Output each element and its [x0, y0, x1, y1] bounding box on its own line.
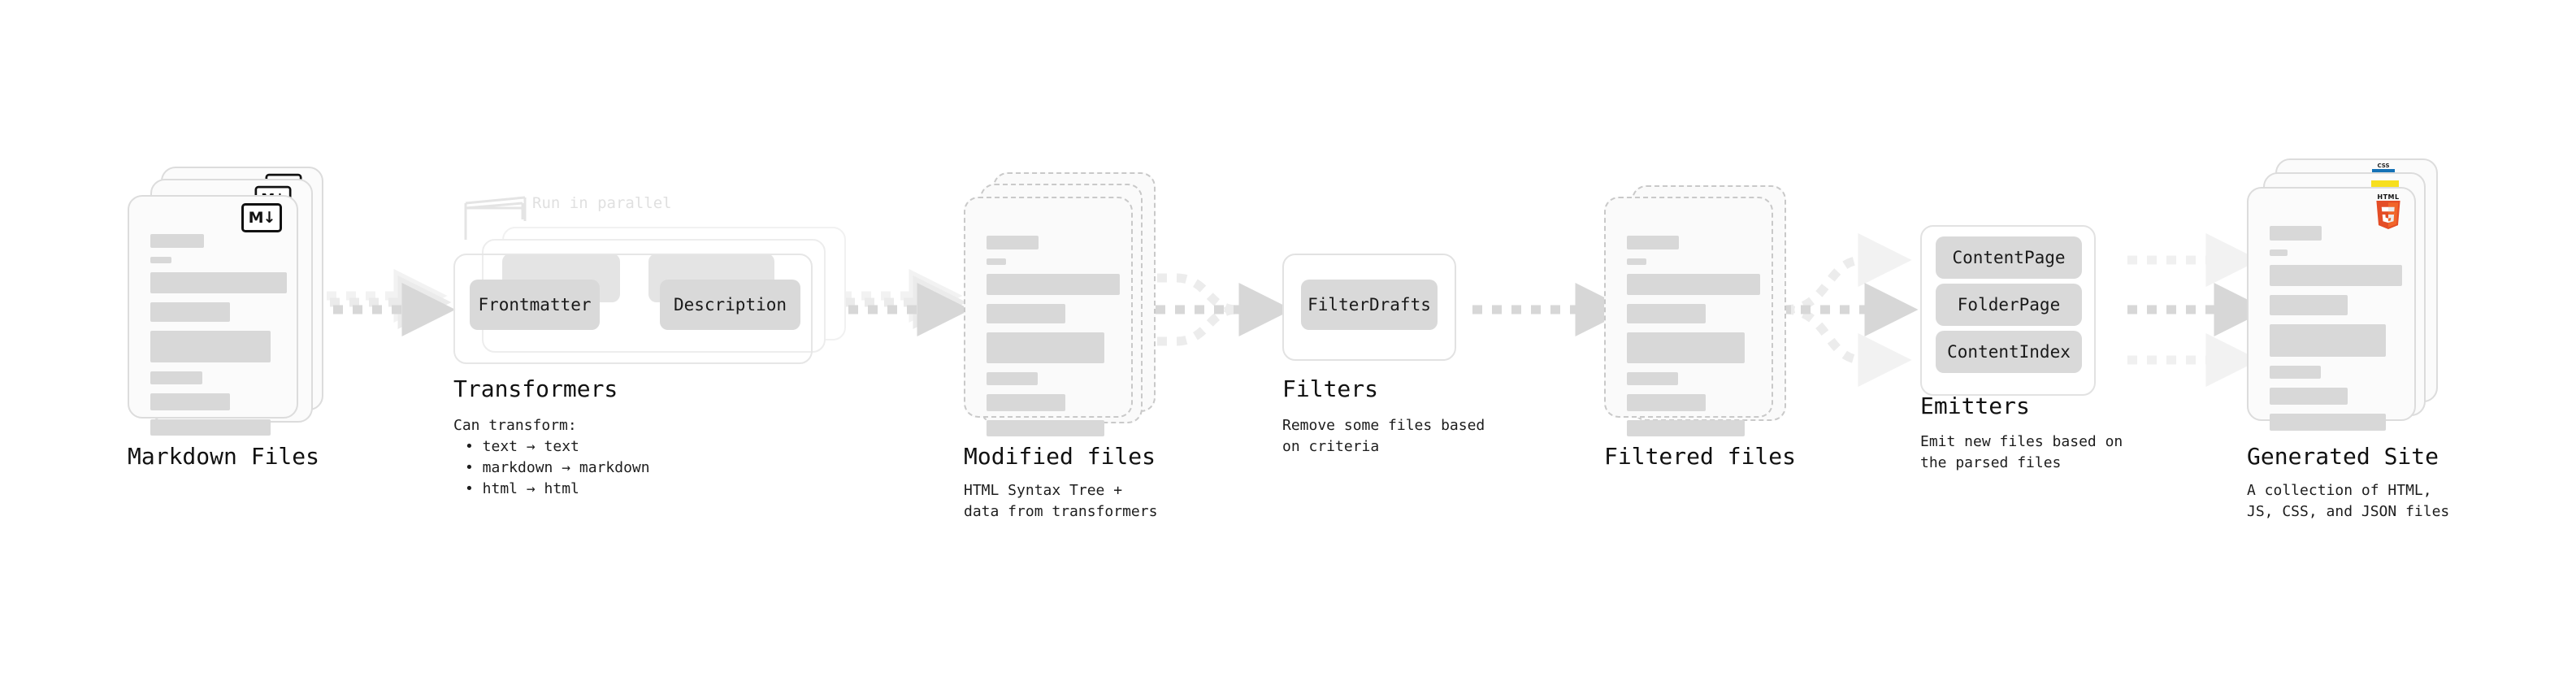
- filters-node-filterdrafts[interactable]: FilterDrafts: [1301, 280, 1438, 330]
- caption-emitters-sub: Emit new files based on the parsed files: [1920, 433, 2123, 471]
- filtered-card-front: [1604, 197, 1773, 436]
- site-skeleton-lines: [2270, 226, 2402, 440]
- html5-icon: HTML: [2372, 193, 2405, 231]
- caption-transformers-bullet-0: • text → text: [465, 438, 579, 455]
- markdown-icon: M↓: [241, 203, 282, 232]
- connector-emitters-to-site: [2127, 233, 2268, 387]
- annotation-run-in-parallel: Run in parallel: [532, 194, 672, 212]
- transformer-node-frontmatter[interactable]: Frontmatter: [470, 280, 600, 330]
- caption-transformers-bullet-1: • markdown → markdown: [465, 459, 650, 476]
- connector-filtered-to-emitters: [1781, 233, 1919, 387]
- markdown-skeleton-lines: [150, 234, 287, 445]
- caption-generated-site: Generated Site: [2247, 443, 2439, 470]
- emitters-node-contentpage[interactable]: ContentPage: [1936, 236, 2082, 279]
- css-icon-bar: [2372, 169, 2395, 172]
- transformer-node-description[interactable]: Description: [660, 280, 800, 330]
- html5-icon-shield: [2376, 201, 2400, 230]
- caption-filtered-files: Filtered files: [1604, 443, 1797, 470]
- caption-markdown-files: Markdown Files: [128, 443, 320, 470]
- modified-card-front: [964, 197, 1133, 436]
- transformer-panel-front: [453, 254, 813, 364]
- markdown-card-front: [128, 195, 298, 436]
- caption-transformers-sub: Can transform:: [453, 417, 577, 434]
- emitters-node-folderpage[interactable]: FolderPage: [1936, 284, 2082, 326]
- emitters-node-contentindex[interactable]: ContentIndex: [1936, 331, 2082, 373]
- css-icon: CSS: [2371, 163, 2396, 176]
- caption-generated-site-sub: A collection of HTML, JS, CSS, and JSON …: [2247, 482, 2450, 520]
- caption-transformers: Transformers: [453, 375, 618, 402]
- caption-modified-files-sub: HTML Syntax Tree + data from transformer…: [964, 482, 1158, 520]
- modified-skeleton-lines: [987, 236, 1120, 445]
- caption-transformers-bullet-2: • html → html: [465, 480, 579, 497]
- caption-filters: Filters: [1282, 375, 1379, 402]
- html5-icon-label: HTML: [2377, 193, 2400, 201]
- css-icon-label: CSS: [2377, 163, 2390, 169]
- caption-emitters: Emitters: [1920, 393, 2030, 419]
- caption-modified-files: Modified files: [964, 443, 1156, 470]
- filtered-skeleton-lines: [1627, 236, 1760, 445]
- caption-filters-sub: Remove some files based on criteria: [1282, 417, 1485, 455]
